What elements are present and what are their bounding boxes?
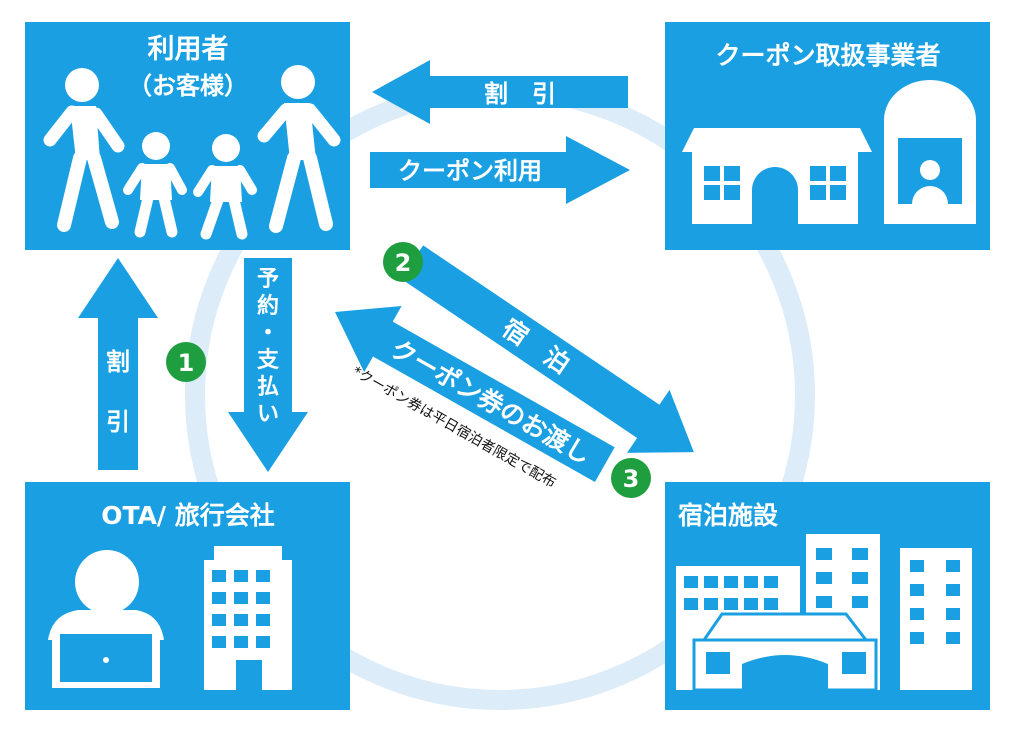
ticket-booth-icon — [884, 80, 976, 224]
badge-3: 3 — [611, 458, 651, 498]
arrow-discount-ota-to-user: 割 引 — [78, 258, 158, 470]
badge-3-number: 3 — [623, 465, 640, 493]
shop-building-icon — [682, 128, 872, 224]
arrow-discount-left-char1: 割 — [106, 348, 130, 376]
ota-title: OTA/ 旅行会社 — [101, 501, 275, 530]
booking-label-char: ・ — [257, 321, 279, 346]
ota-node: OTA/ 旅行会社 — [25, 482, 350, 710]
arrow-coupon-use-label: クーポン利用 — [398, 157, 542, 185]
booking-label-char: 払 — [257, 375, 279, 400]
hotel-title: 宿泊施設 — [678, 501, 779, 530]
booking-label-char: 約 — [257, 293, 279, 319]
badge-2: 2 — [383, 242, 423, 282]
person-laptop-icon — [48, 550, 164, 688]
arrow-discount-top-label: 割 引 — [484, 80, 556, 108]
arrow-discount-to-user: 割 引 — [372, 60, 628, 124]
family-walking-icon — [43, 65, 341, 240]
booking-label-char: 予 — [257, 267, 279, 292]
badge-1: 1 — [166, 342, 206, 382]
arrow-booking-payment-label: 予約・支払い — [257, 267, 280, 427]
arrow-coupon-use: クーポン利用 — [370, 136, 630, 204]
arrow-booking-payment: 予約・支払い — [228, 258, 308, 472]
coupon-business-title: クーポン取扱事業者 — [715, 41, 940, 70]
user-title: 利用者 — [148, 34, 229, 65]
arrow-discount-left-char2: 引 — [106, 408, 130, 436]
booking-label-char: い — [257, 402, 279, 427]
booking-label-char: 支 — [257, 348, 280, 373]
office-building-icon — [204, 546, 292, 690]
user-node: 利用者 （お客様） — [25, 22, 350, 250]
badge-2-number: 2 — [395, 249, 412, 277]
coupon-business-node: クーポン取扱事業者 — [665, 22, 990, 250]
hotel-buildings-icon — [676, 534, 972, 692]
user-subtitle: （お客様） — [128, 72, 248, 100]
hotel-node: 宿泊施設 — [665, 482, 990, 710]
badge-1-number: 1 — [178, 349, 195, 377]
